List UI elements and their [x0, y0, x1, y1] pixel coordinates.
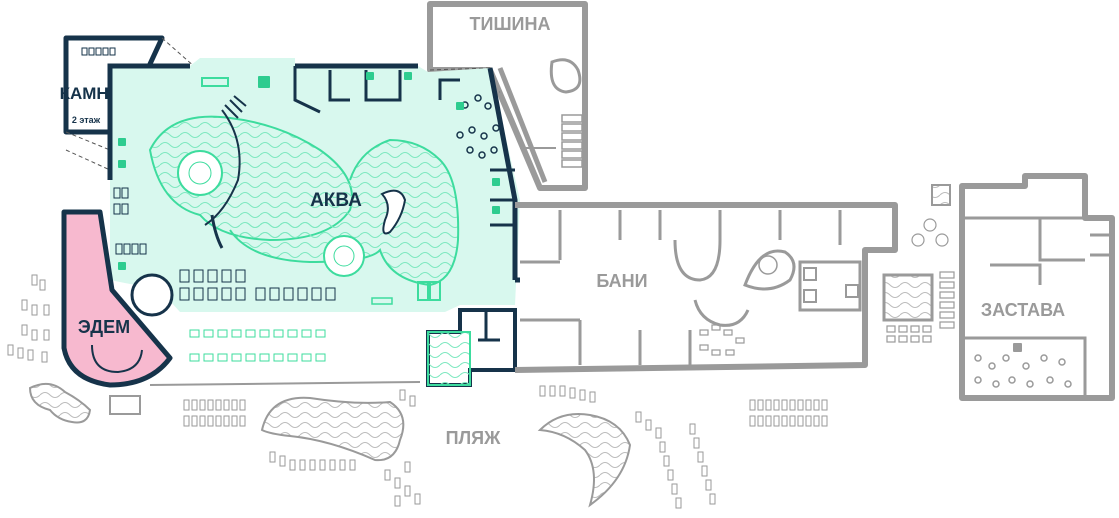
- zone-plyazh[interactable]: ПЛЯЖ: [7, 274, 828, 509]
- restaurant-icon: [1013, 343, 1022, 352]
- beach-loungers: [7, 274, 828, 509]
- zone-label-edem: ЭДЕМ: [78, 317, 130, 337]
- wc-icon: [366, 72, 374, 80]
- restaurant-icon: [404, 72, 412, 80]
- cafe-tables-akva: [456, 94, 500, 159]
- cabanas-plyazh: [189, 329, 326, 362]
- zone-bani[interactable]: БАНИ: [514, 202, 898, 373]
- zone-label-plyazh: ПЛЯЖ: [446, 428, 502, 448]
- cafe-tables-zastava: [974, 354, 1072, 388]
- wc-icon: [456, 102, 464, 110]
- zone-label-bani: БАНИ: [596, 271, 647, 291]
- zone-label-zastava: ЗАСТАВА: [981, 300, 1065, 320]
- loungers-tishina: [561, 114, 583, 168]
- floor-label-kamneteka: 2 этаж: [72, 115, 101, 125]
- wc-icon: [118, 138, 126, 146]
- wc-icon: [492, 206, 500, 214]
- bani-exterior-pool[interactable]: [882, 184, 955, 343]
- loungers-akva: [113, 187, 336, 301]
- zone-label-tishina: ТИШИНА: [470, 14, 551, 34]
- wc-icon: [492, 178, 500, 186]
- shower-icon: [118, 262, 126, 270]
- icons-akva: [118, 72, 500, 270]
- zone-edem[interactable]: ЭДЕМ: [61, 209, 174, 388]
- stairs-icon: [258, 76, 270, 88]
- lockers-kamneteka: [81, 47, 116, 56]
- sauna-benches-bani: [699, 324, 745, 356]
- zone-label-akva: АКВА: [310, 190, 362, 211]
- zone-akva[interactable]: АКВА: [107, 58, 520, 312]
- akva-annex-pool[interactable]: [426, 308, 517, 387]
- stairs-icon: [118, 160, 126, 168]
- zone-zastava[interactable]: ЗАСТАВА: [959, 173, 1115, 401]
